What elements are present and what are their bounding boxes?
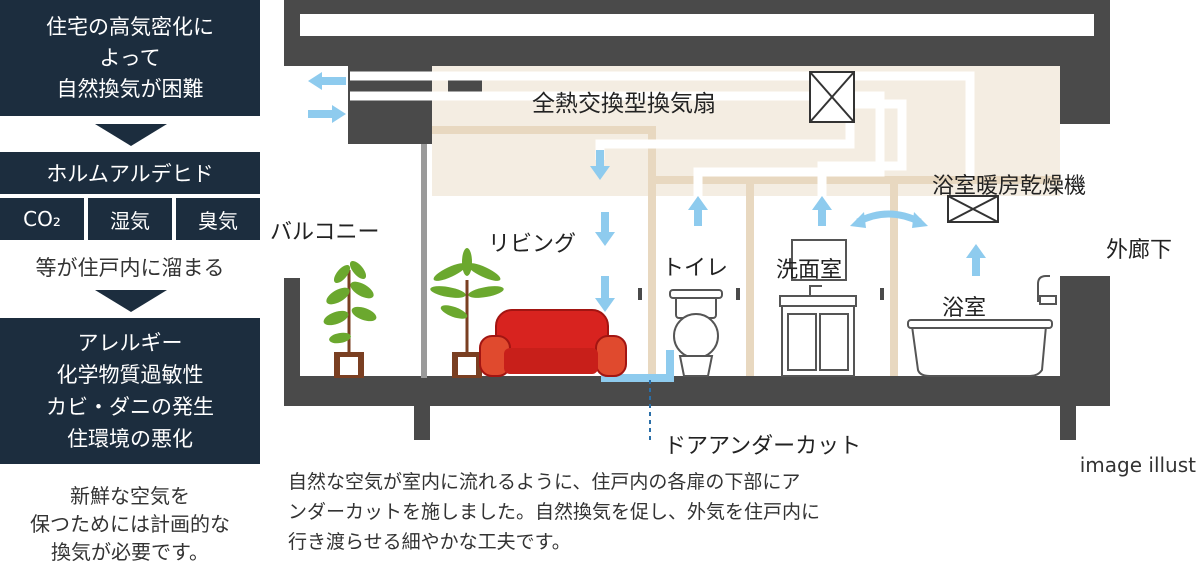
formaldehyde-label: ホルムアルデヒド	[46, 162, 214, 186]
heat-exchange-fan-icon	[809, 71, 855, 123]
bath-exchange-head-right	[912, 212, 928, 228]
airtight-line-3: 自然換気が困難	[56, 76, 204, 101]
toilet-up-arrow-icon	[688, 196, 708, 226]
washroom-up-arrow-icon	[812, 196, 832, 226]
living-plant-icon	[430, 248, 504, 378]
effect-line-4: 住環境の悪化	[67, 427, 193, 451]
ducts	[350, 71, 975, 196]
airtight-box: 住宅の高気密化に よって 自然換気が困難	[0, 0, 260, 116]
door-undercut-label: ドアアンダーカット	[664, 434, 862, 459]
washroom-label: 洗面室	[776, 258, 843, 283]
humidity-chip: 湿気	[88, 198, 172, 240]
airflow-arrows	[308, 72, 986, 312]
toilet-icon	[669, 289, 723, 377]
caption-line-1: 自然な空気が室内に流れるように、住戸内の各扉の下部にア	[288, 471, 801, 493]
balcony-label: バルコニー	[270, 220, 380, 245]
caption-line-2: ンダーカットを施しました。自然換気を促し、外気を住戸内に	[288, 501, 821, 523]
diagram-caption: 自然な空気が室内に流れるように、住戸内の各扉の下部にア ンダーカットを施しました…	[288, 467, 988, 557]
effect-line-3: カビ・ダニの発生	[46, 395, 214, 419]
living-label: リビング	[488, 232, 577, 257]
interior-partitions	[432, 126, 1060, 376]
bathroom-up-arrow-icon	[966, 244, 986, 276]
humidity-label: 湿気	[110, 208, 150, 233]
bath-exchange-arrow-icon	[856, 210, 922, 226]
door-hinges	[638, 288, 884, 300]
balcony-door-frame	[421, 144, 427, 378]
washbasin-icon	[779, 239, 857, 377]
airtight-line-2: よって	[99, 45, 161, 70]
house-section-diagram: 全熱交換型換気扇 浴室暖房乾燥機 バルコニー リビング トイレ 洗面室 浴室 外…	[270, 0, 1200, 566]
balcony-plant-icon	[323, 260, 377, 378]
down-arrow-2	[95, 290, 167, 312]
exhaust-arrow-icon	[308, 72, 346, 90]
co2-chip: CO₂	[0, 198, 84, 240]
odor-chip: 臭気	[176, 198, 260, 240]
co2-label: CO₂	[23, 207, 61, 231]
fan-duct-gap	[448, 76, 482, 96]
bath-dryer-icon	[947, 195, 999, 223]
ventilation-need-flow: 住宅の高気密化に よって 自然換気が困難 ホルムアルデヒド CO₂ 湿気 臭気 …	[0, 0, 262, 566]
bath-exchange-head-left	[850, 212, 866, 228]
bathtub-icon	[907, 275, 1057, 377]
toilet-label: トイレ	[662, 256, 729, 281]
down-arrow-1	[95, 124, 167, 146]
fan-label: 全熱交換型換気扇	[532, 91, 716, 117]
conclusion-line-2: 保つためには計画的な	[30, 512, 230, 536]
house-illustration	[284, 0, 1110, 444]
odor-label: 臭気	[198, 208, 238, 233]
image-note: image illust	[1079, 453, 1196, 477]
formaldehyde-box: ホルムアルデヒド	[0, 152, 260, 194]
living-down-arrow-3-icon	[595, 276, 615, 312]
bath-dryer-label: 浴室暖房乾燥機	[932, 174, 1087, 199]
airtight-line-1: 住宅の高気密化に	[46, 14, 214, 39]
bathroom-label: 浴室	[942, 296, 987, 321]
living-down-arrow-2-icon	[595, 212, 615, 246]
conclusion-line-3: 換気が必要です。	[51, 540, 209, 564]
effect-line-2: 化学物質過敏性	[56, 363, 204, 387]
health-effects-box: アレルギー 化学物質過敏性 カビ・ダニの発生 住環境の悪化	[0, 318, 260, 464]
outer-corridor-label: 外廊下	[1106, 238, 1173, 263]
effect-line-1: アレルギー	[77, 331, 183, 355]
intake-arrow-icon	[308, 105, 346, 123]
living-down-arrow-1-icon	[590, 150, 610, 180]
accumulate-text: 等が住戸内に溜まる	[35, 256, 225, 280]
sofa-icon	[479, 309, 627, 377]
conclusion-text: 新鮮な空気を 保つためには計画的な 換気が必要です。	[0, 482, 260, 566]
conclusion-line-1: 新鮮な空気を	[70, 484, 190, 508]
caption-line-3: 行き渡らせる細やかな工夫です。	[288, 531, 571, 553]
